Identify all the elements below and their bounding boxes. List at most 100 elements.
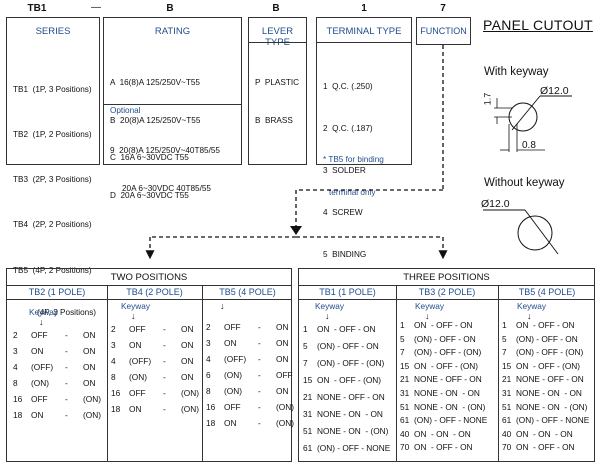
- separator: -: [163, 388, 166, 398]
- position-b: ON: [276, 354, 289, 364]
- terminal-item: 1 Q.C. (.250): [323, 82, 373, 91]
- row-number: 3: [111, 340, 116, 350]
- series-box: SERIES TB1 (1P, 3 Positions) TB2 (1P, 2 …: [6, 17, 100, 317]
- table-row: 61(ON) - OFF - NONE: [502, 414, 596, 428]
- position-sequence: ON - OFF - ON: [516, 442, 575, 453]
- row-number: 31: [502, 387, 512, 398]
- without-keyway-label: Without keyway: [484, 177, 565, 189]
- row-number: 51: [400, 401, 410, 412]
- row-number: 3: [13, 346, 18, 356]
- position-a: ON: [224, 338, 237, 348]
- position-sequence: ON - OFF - ON: [516, 320, 575, 330]
- row-number: 2: [206, 322, 211, 332]
- position-sequence: NONE - ON - ON: [414, 387, 480, 398]
- series-item-extra: (4P, 3 Positions): [37, 308, 97, 317]
- position-sequence: (ON) - OFF - ON: [317, 341, 379, 351]
- table-row: 2 OFF - ON: [206, 319, 294, 335]
- position-sequence: (ON) - OFF - (ON): [414, 347, 482, 358]
- separator: -: [163, 372, 166, 382]
- row-number: 16: [13, 394, 23, 404]
- table-row: 7(ON) - OFF - (ON): [502, 346, 596, 360]
- function-connector: [145, 45, 448, 260]
- col-header-tb5-2pos: TB5 (4 POLE): [219, 287, 276, 297]
- keyway-arrow-icon: ↓: [425, 311, 430, 321]
- position-sequence: NONE - ON - (ON): [317, 426, 389, 436]
- panel-cutout-title: PANEL CUTOUT: [483, 17, 593, 33]
- position-sequence: NONE - OFF - ON: [317, 392, 385, 402]
- rating-optional: 9 20(8)A 125/250V~40T85/55 20A 6~30VDC 4…: [110, 146, 220, 193]
- row-number: 2: [13, 330, 18, 340]
- row-number: 31: [400, 387, 410, 398]
- row-number: 1: [400, 320, 405, 330]
- position-a: OFF: [224, 322, 241, 332]
- series-item: TB5 (4P, 2 Positions): [13, 266, 92, 275]
- position-a: OFF: [129, 324, 146, 334]
- keyway-arrow-icon: ↓: [39, 317, 44, 327]
- row-number: 4: [206, 354, 211, 364]
- position-sequence: ON - OFF - (ON): [317, 375, 382, 385]
- row-number: 61: [502, 415, 512, 426]
- row-number: 7: [303, 358, 308, 368]
- position-sequence: ON - OFF - (ON): [414, 360, 479, 371]
- separator: -: [163, 324, 166, 334]
- two-positions-table: TWO POSITIONS TB2 (1 POLE) TB4 (2 POLE) …: [6, 268, 294, 462]
- table-row: 4(OFF)-ON: [111, 353, 199, 369]
- position-b: (ON): [83, 410, 101, 420]
- code-rating: B: [166, 3, 174, 14]
- separator: -: [258, 386, 261, 396]
- keyway-arrow-icon: ↓: [220, 301, 225, 311]
- code-terminal: 1: [361, 3, 367, 14]
- row-number: 15: [400, 360, 410, 371]
- position-sequence: ON - ON - ON: [516, 428, 573, 439]
- row-number: 7: [400, 347, 405, 358]
- position-sequence: ON - ON - ON: [414, 428, 471, 439]
- position-sequence: NONE - ON - ON: [516, 387, 582, 398]
- row-number: 21: [502, 374, 512, 385]
- row-number: 16: [111, 388, 121, 398]
- separator: -: [258, 418, 261, 428]
- col-header-tb3: TB3 (2 POLE): [418, 287, 476, 297]
- position-b: ON: [181, 356, 194, 366]
- position-sequence: ON - OFF - ON: [414, 320, 473, 330]
- rating-list: A 16(8)A 125/250V~T55 B 20(8)A 125/250V~…: [110, 52, 200, 227]
- lever-item: B BRASS: [255, 115, 293, 125]
- terminal-list: 1 Q.C. (.250) 2 Q.C. (.187) 3 SOLDER 4 S…: [323, 52, 373, 290]
- row-number: 51: [303, 426, 313, 436]
- dia-label-2: Ø12.0: [481, 198, 510, 210]
- position-a: ON: [31, 346, 44, 356]
- separator: -: [65, 346, 68, 356]
- row-number: 31: [303, 409, 313, 419]
- position-a: (OFF): [31, 362, 54, 372]
- code-function: 7: [440, 3, 446, 14]
- position-b: ON: [276, 322, 289, 332]
- row-number: 1: [502, 320, 507, 330]
- position-b: OFF: [276, 370, 293, 380]
- terminal-note: * TB5 for binding terminal only: [323, 155, 384, 197]
- separator: -: [163, 404, 166, 414]
- lever-list: P PLASTIC B BRASS: [255, 52, 299, 152]
- table-row: 15 ON - OFF - (ON): [400, 360, 494, 374]
- row-number: 15: [303, 375, 313, 385]
- position-sequence: ON - OFF - ON: [414, 442, 473, 453]
- three-positions-title: THREE POSITIONS: [403, 272, 490, 283]
- position-b: (ON): [181, 404, 199, 414]
- position-b: ON: [83, 330, 96, 340]
- separator: -: [258, 370, 261, 380]
- table-row: 8(ON)-ON: [206, 383, 294, 399]
- table-row: 1 ON - OFF - ON: [400, 319, 494, 333]
- row-number: 61: [400, 415, 410, 426]
- rating-item: C 16A 6~30VDC T55: [110, 153, 189, 162]
- separator: -: [258, 322, 261, 332]
